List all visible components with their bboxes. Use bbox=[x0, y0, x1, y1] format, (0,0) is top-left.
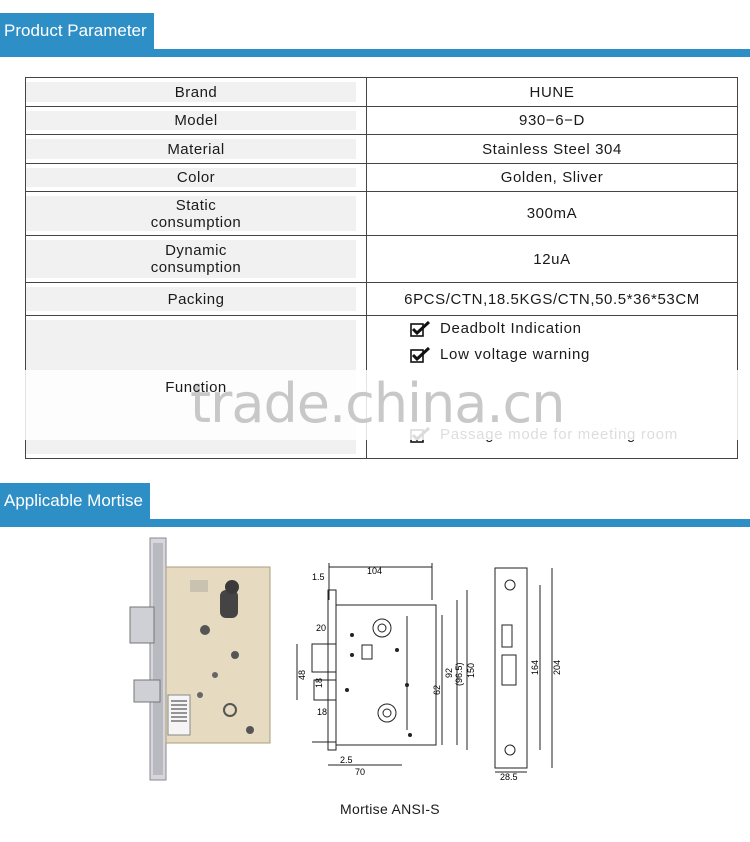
checkbox-checked-icon bbox=[410, 320, 430, 337]
list-item: Low voltage warning bbox=[410, 346, 590, 363]
watermark: trade.china.cn bbox=[190, 372, 565, 435]
param-value: HUNE bbox=[529, 83, 575, 101]
param-value: 930−6−D bbox=[519, 112, 585, 129]
mortise-drawing-front: 164 204 28.5 bbox=[494, 567, 562, 782]
dim-104: 104 bbox=[367, 566, 382, 576]
table-row-brand: Brand HUNE bbox=[26, 78, 737, 106]
dim-18-lower: 18 bbox=[317, 707, 327, 717]
column-divider bbox=[366, 78, 367, 458]
dim-70: 70 bbox=[355, 767, 365, 777]
dim-20: 20 bbox=[316, 623, 326, 633]
param-label: Model bbox=[174, 112, 218, 129]
dim-150: 150 bbox=[466, 663, 476, 678]
param-label: Static consumption bbox=[150, 196, 242, 231]
applicable-mortise-header: Applicable Mortise bbox=[0, 483, 750, 527]
dim-28-5: 28.5 bbox=[500, 772, 518, 782]
dim-204: 204 bbox=[552, 660, 562, 675]
dim-92: 92 bbox=[444, 668, 454, 678]
param-value: 300mA bbox=[526, 205, 578, 222]
dim-164: 164 bbox=[530, 660, 540, 675]
table-row-packing: Packing 6PCS/CTN,18.5KGS/CTN,50.5*36*53C… bbox=[26, 283, 737, 315]
mortise-caption: Mortise ANSI-S bbox=[340, 801, 440, 817]
param-label: Packing bbox=[167, 290, 225, 308]
header-bar bbox=[0, 519, 750, 527]
param-label: Dynamic consumption bbox=[150, 242, 242, 276]
function-item-label: Low voltage warning bbox=[440, 346, 591, 363]
checkbox-checked-icon bbox=[410, 346, 430, 363]
table-row-static-consumption: Static consumption 300mA bbox=[26, 192, 737, 235]
dim-96-5: (96.5) bbox=[454, 662, 464, 686]
mortise-drawing-side: 104 1.5 20 48 18 18 62 92 (96.5) 150 2.5… bbox=[296, 563, 476, 777]
mortise-photo bbox=[129, 537, 271, 781]
table-row-material: Material Stainless Steel 304 bbox=[26, 135, 737, 163]
dim-1-5: 1.5 bbox=[312, 572, 325, 582]
applicable-mortise-title: Applicable Mortise bbox=[0, 483, 150, 519]
table-row-color: Color Golden, Sliver bbox=[26, 164, 737, 191]
param-label: Material bbox=[167, 140, 225, 158]
function-label: Function bbox=[165, 378, 227, 396]
dim-18: 18 bbox=[314, 678, 324, 688]
param-value: Stainless Steel 304 bbox=[482, 140, 622, 158]
param-value: 6PCS/CTN,18.5KGS/CTN,50.5*36*53CM bbox=[404, 290, 700, 308]
table-row-model: Model 930−6−D bbox=[26, 107, 737, 134]
dim-62: 62 bbox=[432, 685, 442, 695]
watermark-band bbox=[0, 370, 750, 440]
param-label: Brand bbox=[174, 83, 218, 101]
product-parameter-header: Product Parameter bbox=[0, 13, 750, 57]
header-bar bbox=[0, 49, 750, 57]
dim-48: 48 bbox=[297, 670, 307, 680]
param-value: Golden, Sliver bbox=[500, 169, 604, 186]
param-value: 12uA bbox=[533, 250, 571, 268]
function-item-label: Deadbolt Indication bbox=[440, 320, 582, 337]
dim-2-5: 2.5 bbox=[340, 755, 353, 765]
param-label: Color bbox=[176, 169, 216, 186]
product-parameter-title: Product Parameter bbox=[0, 13, 154, 49]
list-item: Deadbolt Indication bbox=[410, 320, 582, 337]
table-row-dynamic-consumption: Dynamic consumption 12uA bbox=[26, 236, 737, 282]
